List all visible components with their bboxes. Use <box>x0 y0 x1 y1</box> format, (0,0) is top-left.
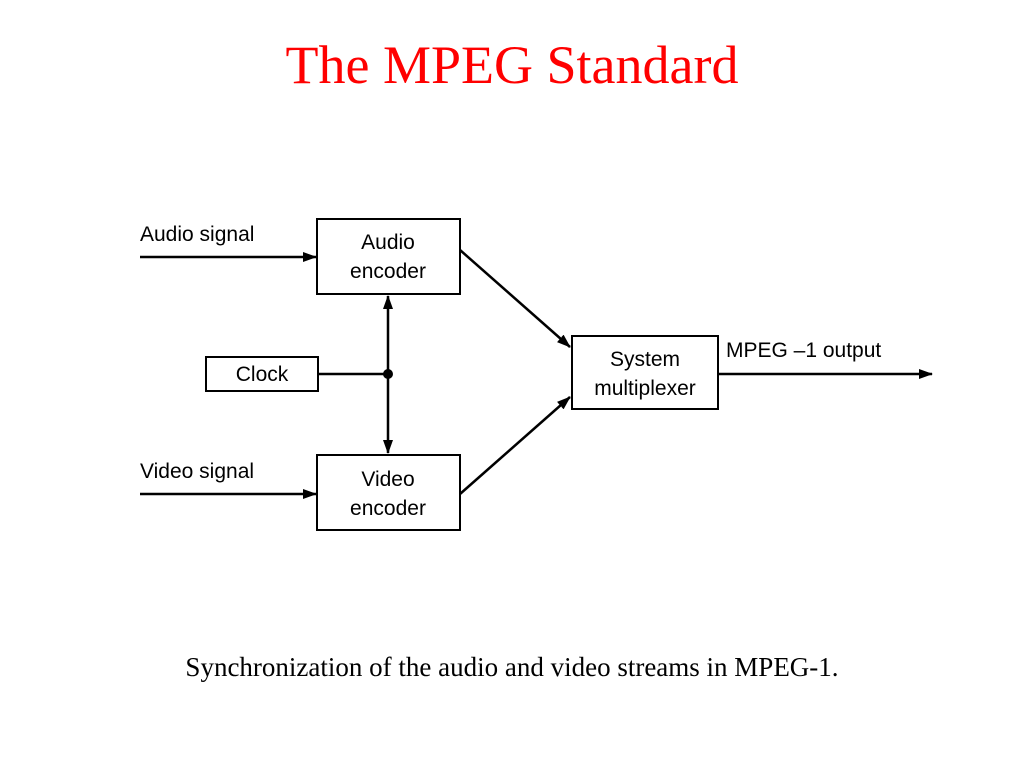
multiplexer-label-line2: multiplexer <box>594 377 696 400</box>
system-multiplexer-box <box>571 335 719 410</box>
video-encoder-label-line2: encoder <box>350 497 426 520</box>
audio-encoder-to-multiplexer-arrow <box>459 249 571 348</box>
video-encoder-to-multiplexer-arrow <box>459 396 571 495</box>
video-encoder-box <box>316 454 461 531</box>
slide-title: The MPEG Standard <box>285 35 739 95</box>
mpeg-output-label: MPEG –1 output <box>726 339 881 362</box>
audio-encoder-label-line1: Audio <box>361 231 415 254</box>
clock-label: Clock <box>236 363 289 386</box>
audio-encoder-box <box>316 218 461 295</box>
slide-caption: Synchronization of the audio and video s… <box>185 652 839 682</box>
audio-signal-label: Audio signal <box>140 223 254 246</box>
multiplexer-label-line1: System <box>610 348 680 371</box>
audio-encoder-label-line2: encoder <box>350 260 426 283</box>
video-signal-label: Video signal <box>140 460 254 483</box>
video-encoder-label-line1: Video <box>361 468 414 491</box>
clock-box <box>205 356 319 392</box>
